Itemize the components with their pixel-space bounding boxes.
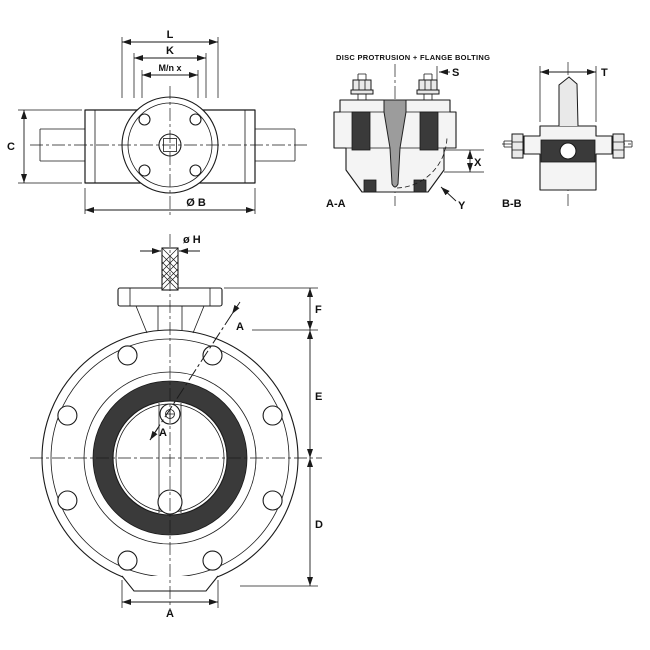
pad-bolt-hole [138, 113, 151, 126]
seat-section-right [419, 111, 439, 151]
dim-A: A [121, 580, 219, 620]
dim-label-b: Ø B [186, 197, 206, 209]
neck [135, 305, 205, 334]
dim-S: S [436, 66, 459, 84]
section-bb-view: T B-B [502, 62, 634, 210]
view-title: DISC PROTRUSION + FLANGE BOLTING [336, 53, 490, 62]
section-label-bb: B-B [502, 198, 522, 210]
flange-bolt-right [416, 73, 440, 100]
section-cut-line: A A [149, 301, 244, 441]
cut-label-bottom: A [159, 427, 167, 439]
dim-label-t: T [601, 67, 608, 79]
bolt-hole [117, 550, 138, 571]
stem-hub-bb [559, 142, 577, 160]
dim-X: X [444, 149, 484, 173]
dim-label-y: Y [458, 200, 466, 212]
bolt-hole [202, 550, 223, 571]
dim-label-e: E [315, 391, 322, 403]
valve-disc-section [383, 99, 407, 188]
dim-label-mn: M/n x [158, 63, 181, 73]
front-view: A A ø H F E D A [30, 234, 323, 620]
bolt-hole [262, 405, 283, 426]
dim-B: Ø B [84, 188, 256, 214]
dim-E: E [307, 330, 322, 458]
disc-swing-arc [396, 135, 448, 189]
dim-K: K [133, 45, 207, 98]
disc-protrusion [558, 76, 579, 127]
dim-L: L [121, 29, 219, 98]
cut-label-top: A [236, 321, 244, 333]
dim-label-f: F [315, 304, 322, 316]
dim-label-c: C [7, 141, 15, 153]
section-label-aa: A-A [326, 198, 346, 210]
bolt-hole [117, 345, 138, 366]
dim-Mn: M/n x [141, 63, 199, 98]
seat-section-bottom-left [363, 179, 377, 193]
bolt-hole [57, 405, 78, 426]
dim-label-k: K [166, 45, 174, 57]
dim-label-d: D [315, 519, 323, 531]
flange-bolt-right-bb [612, 133, 633, 159]
dim-label-l: L [167, 29, 174, 41]
flange-bolt-left [350, 73, 374, 100]
dim-C: C [7, 109, 82, 184]
section-aa-view: DISC PROTRUSION + FLANGE BOLTING [326, 53, 490, 212]
flange-bolt-left-bb [503, 133, 524, 159]
bolt-hole [262, 490, 283, 511]
pad-bolt-hole [189, 164, 202, 177]
dim-T: T [539, 66, 608, 122]
bolt-hole [202, 345, 223, 366]
dim-label-h: ø H [183, 234, 201, 246]
dim-D: D [240, 458, 323, 587]
dim-H: ø H [140, 234, 201, 254]
dim-Y: Y [440, 186, 466, 212]
pad-bolt-hole [138, 164, 151, 177]
top-view: L K M/n x C Ø B [7, 29, 308, 216]
dim-label-s: S [452, 67, 459, 79]
dim-label-a: A [166, 608, 174, 620]
pad-bolt-hole [189, 113, 202, 126]
dim-label-x: X [474, 157, 482, 169]
seat-section-left [351, 111, 371, 151]
bolt-hole [57, 490, 78, 511]
